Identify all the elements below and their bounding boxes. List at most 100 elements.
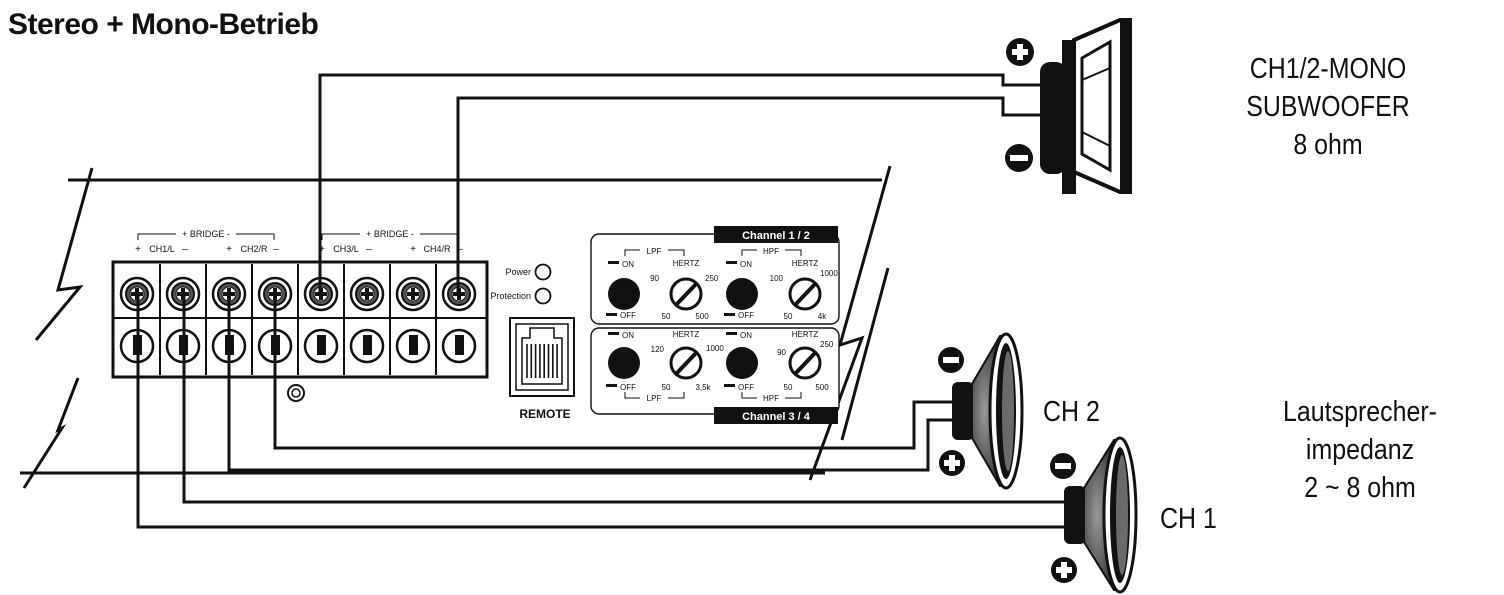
lpf-on-label-top: ON xyxy=(622,260,634,269)
ch1-name: CH1/L xyxy=(149,244,175,254)
lpf-dial-min-top: 50 xyxy=(662,312,671,321)
lpf-dial-min-bottom: 50 xyxy=(662,383,671,392)
hpf-dial-min-bottom: 50 xyxy=(784,383,793,392)
lpf-switch-bottom xyxy=(608,347,640,379)
lpf-label-top: LPF xyxy=(647,247,662,256)
protection-led-label: Protection xyxy=(490,291,531,301)
ch2-minus-icon xyxy=(938,347,964,373)
ch2-minus: – xyxy=(273,244,279,255)
ch2-label: CH 2 xyxy=(1043,396,1100,428)
hpf-on-marker-top xyxy=(726,261,737,264)
lpf-dial-top xyxy=(669,277,703,311)
amplifier-chassis xyxy=(20,165,892,489)
hpf-dial-top xyxy=(788,277,822,311)
hpf-dial-low-top: 100 xyxy=(770,274,784,283)
hpf-on-label-bottom: ON xyxy=(740,331,752,340)
power-led-label: Power xyxy=(505,267,531,277)
hpf-bracket-bottom xyxy=(741,392,802,399)
subwoofer-label-line2: SUBWOOFER xyxy=(1246,91,1410,123)
hpf-on-label-top: ON xyxy=(740,260,752,269)
hpf-dial-min-top: 50 xyxy=(784,312,793,321)
hpf-dial-bottom xyxy=(788,346,822,380)
wire-subwoofer-minus xyxy=(456,96,1040,293)
subwoofer-minus-icon xyxy=(1005,144,1033,172)
subwoofer-speaker-icon xyxy=(1040,18,1132,194)
hpf-off-label-bottom: OFF xyxy=(738,383,754,392)
bridge-label-1: + BRIDGE - xyxy=(182,229,230,239)
hpf-switch-bottom xyxy=(726,347,758,379)
wire-ch2-minus xyxy=(273,293,955,450)
hpf-label-top: HPF xyxy=(763,247,779,256)
ch1-plus-icon xyxy=(1051,557,1077,583)
hpf-hertz-label-top: HERTZ xyxy=(792,259,819,268)
hpf-dial-low-bottom: 90 xyxy=(777,348,786,357)
subwoofer-plus-icon xyxy=(1006,38,1034,66)
impedance-label-line3: 2 ~ 8 ohm xyxy=(1304,472,1416,504)
lpf-dial-low-bottom: 120 xyxy=(651,345,665,354)
lpf-off-marker-bottom xyxy=(606,384,617,387)
lpf-hertz-label-top: HERTZ xyxy=(673,259,700,268)
lpf-on-marker-bottom xyxy=(608,332,619,335)
ch3-plus: + xyxy=(319,244,325,255)
ch2-speaker-icon xyxy=(952,332,1024,490)
wire-ch1-plus xyxy=(136,293,1068,529)
speaker-terminal-7 xyxy=(389,264,431,375)
lpf-bracket-top xyxy=(624,249,685,256)
ch2-plus: + xyxy=(226,244,232,255)
impedance-label-line1: Lautsprecher- xyxy=(1283,396,1437,428)
subwoofer-label-line1: CH1/2-MONO xyxy=(1249,53,1407,85)
hpf-bracket-top xyxy=(741,249,802,256)
channel-1-2-header: Channel 1 / 2 xyxy=(742,230,810,242)
impedance-label-line2: impedanz xyxy=(1305,434,1415,466)
lpf-on-marker-top xyxy=(608,261,619,264)
hpf-dial-high-top: 1000 xyxy=(820,269,838,278)
ch4-minus: – xyxy=(457,244,463,255)
ground-screw-icon xyxy=(287,384,305,402)
lpf-dial-high-top: 250 xyxy=(705,274,719,283)
power-led xyxy=(534,263,552,281)
remote-label: REMOTE xyxy=(519,407,570,421)
subwoofer-label: CH1/2-MONO SUBWOOFER 8 ohm xyxy=(1242,50,1414,164)
hpf-dial-high-bottom: 250 xyxy=(820,340,834,349)
crossover-panel xyxy=(590,226,840,424)
lpf-on-label-bottom: ON xyxy=(622,331,634,340)
page-title: Stereo + Mono-Betrieb xyxy=(8,8,319,41)
wire-ch1-minus xyxy=(182,293,1068,504)
lpf-label-bottom: LPF xyxy=(647,394,662,403)
ch3-name: CH3/L xyxy=(333,244,359,254)
speaker-wires xyxy=(136,73,1068,529)
hpf-label-bottom: HPF xyxy=(763,394,779,403)
lpf-dial-low-top: 90 xyxy=(650,274,659,283)
hpf-switch-top xyxy=(726,278,758,310)
speaker-terminal-6 xyxy=(343,264,385,375)
hpf-off-marker-bottom xyxy=(724,384,735,387)
hpf-off-marker-top xyxy=(724,313,735,316)
lpf-hertz-label-bottom: HERTZ xyxy=(673,330,700,339)
ch4-name: CH4/R xyxy=(423,244,451,254)
remote-port-icon xyxy=(509,317,575,397)
ch2-name: CH2/R xyxy=(240,244,268,254)
wire-ch2-plus xyxy=(227,293,955,472)
speaker-terminal-8 xyxy=(435,264,477,375)
hpf-on-marker-bottom xyxy=(726,332,737,335)
lpf-off-label-top: OFF xyxy=(620,311,636,320)
channel-3-4-header: Channel 3 / 4 xyxy=(742,411,811,423)
subwoofer-label-line3: 8 ohm xyxy=(1293,129,1363,161)
lpf-off-marker-top xyxy=(606,313,617,316)
ch2-plus-icon xyxy=(939,450,965,476)
hpf-off-label-top: OFF xyxy=(738,311,754,320)
bridge-label-2: + BRIDGE - xyxy=(366,229,414,239)
hpf-hertz-label-bottom: HERTZ xyxy=(792,330,819,339)
lpf-switch-top xyxy=(608,278,640,310)
lpf-dial-max-bottom: 3,5k xyxy=(695,383,711,392)
lpf-dial-high-bottom: 1000 xyxy=(706,344,724,353)
lpf-bracket-bottom xyxy=(624,392,685,399)
ch4-plus: + xyxy=(410,244,416,255)
lpf-dial-max-top: 500 xyxy=(695,312,709,321)
impedance-label: Lautsprecher- impedanz 2 ~ 8 ohm xyxy=(1270,393,1451,507)
ch3-minus: – xyxy=(366,244,372,255)
hpf-dial-max-bottom: 500 xyxy=(815,383,829,392)
terminal-block xyxy=(111,260,489,379)
ch1-minus: – xyxy=(182,244,188,255)
